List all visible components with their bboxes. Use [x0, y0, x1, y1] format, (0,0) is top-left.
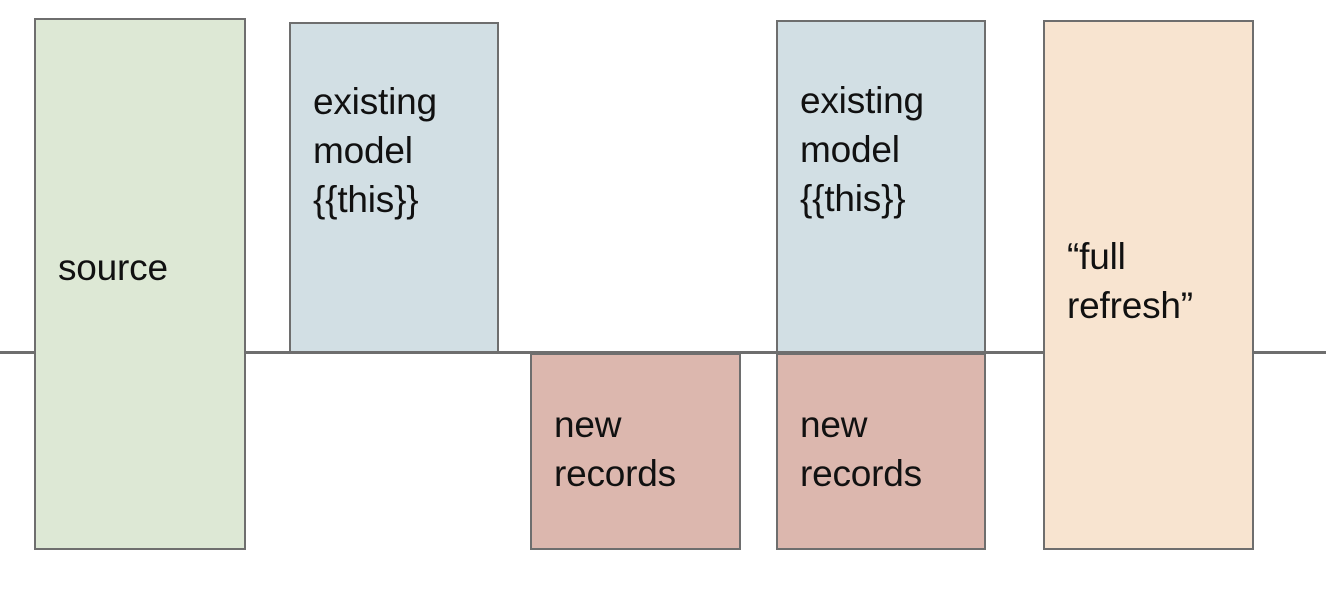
node-new-records-appended-label: new records	[800, 403, 922, 494]
node-existing-model-after-label: existing model {{this}}	[800, 80, 924, 219]
node-existing-model-before[interactable]: existing model {{this}}	[289, 22, 499, 353]
node-new-records-appended[interactable]: new records	[776, 353, 986, 550]
node-new-records-incoming-label: new records	[554, 403, 676, 494]
node-existing-model-after[interactable]: existing model {{this}}	[776, 20, 986, 353]
node-source[interactable]: source	[34, 18, 246, 550]
node-full-refresh-label: “full refresh”	[1067, 236, 1193, 326]
timeline-rule	[0, 351, 1326, 354]
node-full-refresh[interactable]: “full refresh”	[1043, 20, 1254, 550]
node-new-records-incoming[interactable]: new records	[530, 353, 741, 550]
node-source-label: source	[58, 246, 168, 288]
node-existing-model-before-label: existing model {{this}}	[313, 81, 437, 220]
